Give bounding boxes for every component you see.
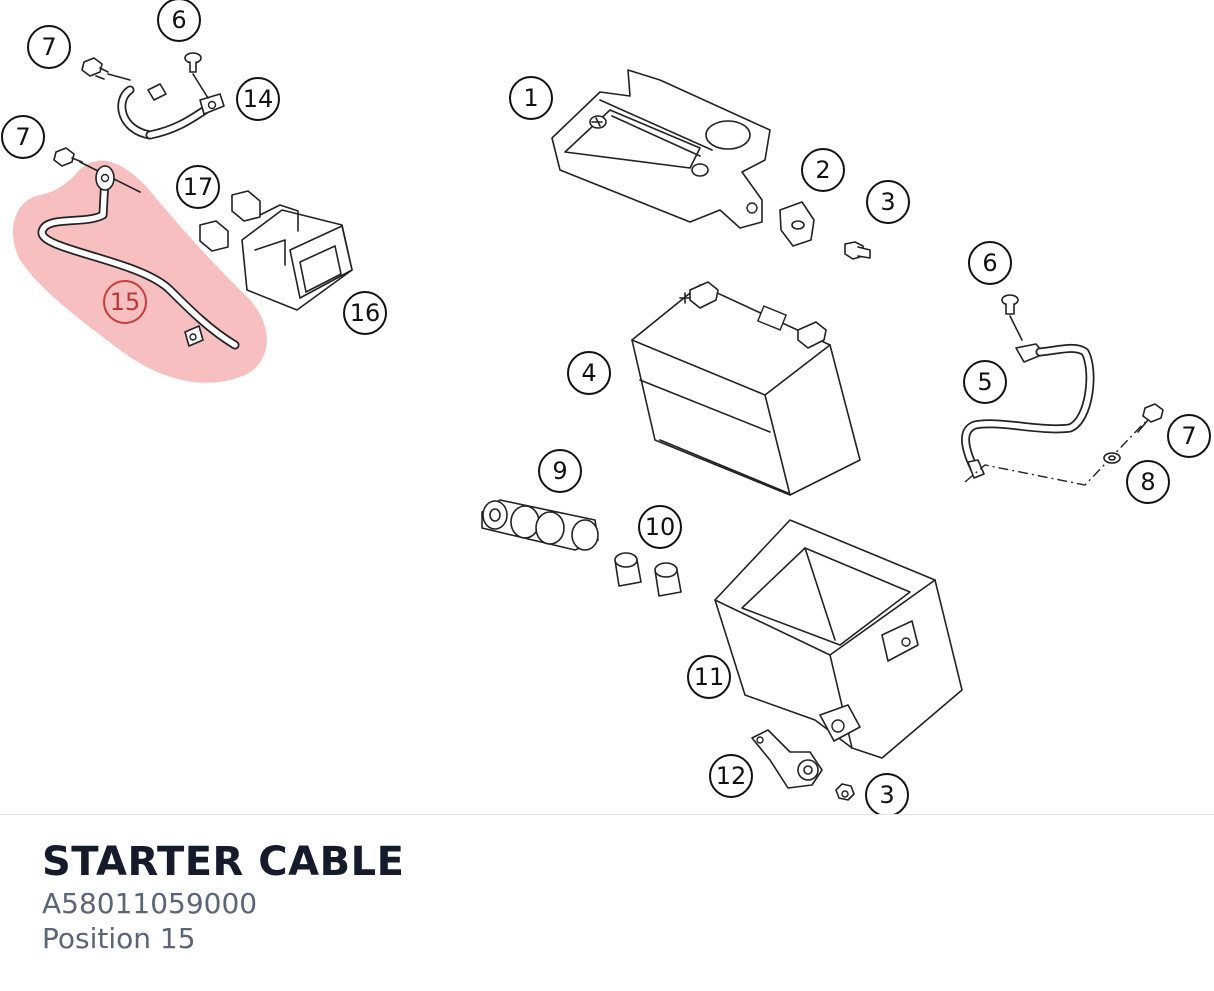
svg-text:7: 7 xyxy=(1181,422,1196,450)
bolt-7-left[interactable] xyxy=(53,147,83,167)
svg-text:4: 4 xyxy=(581,359,596,387)
callout-12[interactable]: 12 xyxy=(709,754,753,798)
callout-5[interactable]: 5 xyxy=(963,360,1007,404)
svg-text:3: 3 xyxy=(880,188,895,216)
part-name: STARTER CABLE xyxy=(42,839,405,885)
ground-cable-14[interactable] xyxy=(117,83,225,140)
screw-6-top[interactable] xyxy=(184,52,209,99)
washer-8[interactable] xyxy=(1103,452,1121,464)
svg-text:9: 9 xyxy=(552,457,567,485)
part-number: A58011059000 xyxy=(42,887,258,920)
screw-6-right[interactable] xyxy=(1001,294,1023,341)
callout-6-right[interactable]: 6 xyxy=(968,241,1012,285)
callout-9[interactable]: 9 xyxy=(538,449,582,493)
bushings-10[interactable] xyxy=(614,552,682,597)
battery-cable-5[interactable] xyxy=(961,343,1095,479)
svg-text:7: 7 xyxy=(15,123,30,151)
axis-line xyxy=(107,73,131,81)
svg-text:12: 12 xyxy=(716,762,747,790)
bolt-7-right[interactable] xyxy=(1137,403,1164,433)
callout-17[interactable]: 17 xyxy=(176,165,220,209)
callout-14[interactable]: 14 xyxy=(236,77,280,121)
callout-1[interactable]: 1 xyxy=(509,76,553,120)
svg-text:11: 11 xyxy=(694,663,725,691)
svg-text:15: 15 xyxy=(110,288,141,316)
bracket-12[interactable] xyxy=(751,729,823,789)
svg-text:16: 16 xyxy=(350,299,381,327)
exploded-parts-diagram: 7 6 14 7 17 15 16 1 2 3 6 4 5 7 8 9 10 xyxy=(1,0,1211,815)
bolt-3-upper[interactable] xyxy=(844,241,871,260)
callout-10[interactable]: 10 xyxy=(638,505,682,549)
starter-cable-15[interactable] xyxy=(37,165,240,350)
svg-text:8: 8 xyxy=(1140,468,1155,496)
fuse-17[interactable] xyxy=(199,190,261,252)
svg-text:7: 7 xyxy=(41,33,56,61)
battery-box-11[interactable] xyxy=(714,519,963,759)
part-position: Position 15 xyxy=(42,922,196,955)
callout-16[interactable]: 16 xyxy=(343,291,387,335)
svg-text:3: 3 xyxy=(879,781,894,809)
connector-9[interactable] xyxy=(481,499,599,551)
callout-7-left[interactable]: 7 xyxy=(1,115,45,159)
part-info-panel: STARTER CABLE A58011059000 Position 15 xyxy=(0,814,1214,991)
svg-text:6: 6 xyxy=(982,249,997,277)
svg-text:10: 10 xyxy=(645,513,676,541)
svg-text:2: 2 xyxy=(815,156,830,184)
bolt-7-top[interactable] xyxy=(81,57,109,80)
clip-nut-2[interactable] xyxy=(779,201,815,247)
callout-15[interactable]: 15 xyxy=(103,280,147,324)
callout-3-upper[interactable]: 3 xyxy=(866,180,910,224)
callout-7-top[interactable]: 7 xyxy=(27,25,71,69)
svg-text:1: 1 xyxy=(523,84,538,112)
callout-2[interactable]: 2 xyxy=(801,148,845,192)
callout-11[interactable]: 11 xyxy=(687,655,731,699)
callout-8[interactable]: 8 xyxy=(1126,460,1170,504)
nut-3-lower[interactable] xyxy=(835,783,855,801)
callout-6-top[interactable]: 6 xyxy=(157,0,201,42)
battery-cover-1[interactable] xyxy=(551,69,771,229)
callout-3-lower[interactable]: 3 xyxy=(865,773,909,815)
starter-relay-16[interactable] xyxy=(241,204,353,311)
svg-text:14: 14 xyxy=(243,85,274,113)
callout-7-right[interactable]: 7 xyxy=(1167,414,1211,458)
battery-4[interactable] xyxy=(631,281,861,496)
svg-text:6: 6 xyxy=(171,6,186,34)
svg-text:17: 17 xyxy=(183,173,214,201)
svg-text:5: 5 xyxy=(977,368,992,396)
callout-4[interactable]: 4 xyxy=(567,351,611,395)
